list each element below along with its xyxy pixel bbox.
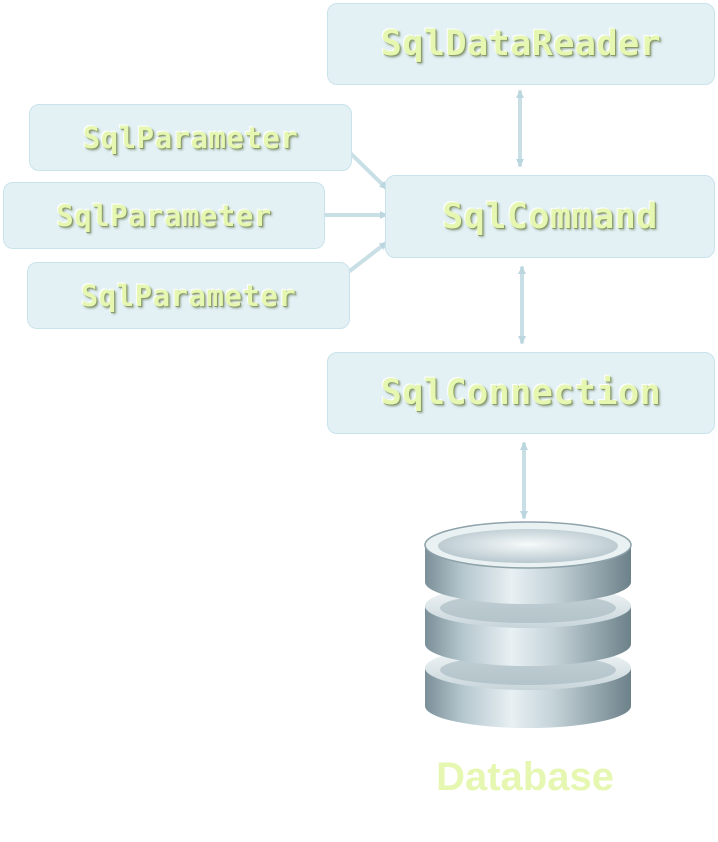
sqlparameter-box-2: SqlParameter [3,182,325,249]
sqlcommand-box: SqlCommand [385,175,715,258]
sqlparameter-label-2: SqlParameter [56,198,272,233]
sqldatareader-box: SqlDataReader [327,3,715,85]
sqlparameter-label-3: SqlParameter [80,278,297,313]
database-label: Database [436,755,614,799]
sqldatareader-label: SqlDataReader [380,24,662,64]
sqlparameter-box-3: SqlParameter [27,262,350,329]
sqlconnection-label: SqlConnection [380,373,662,413]
sqlconnection-box: SqlConnection [327,352,715,434]
database-disk-top [424,521,632,604]
sqlcommand-label: SqlCommand [442,196,658,237]
sqlparameter-label-1: SqlParameter [82,120,299,155]
sqlparameter-box-1: SqlParameter [29,104,352,171]
